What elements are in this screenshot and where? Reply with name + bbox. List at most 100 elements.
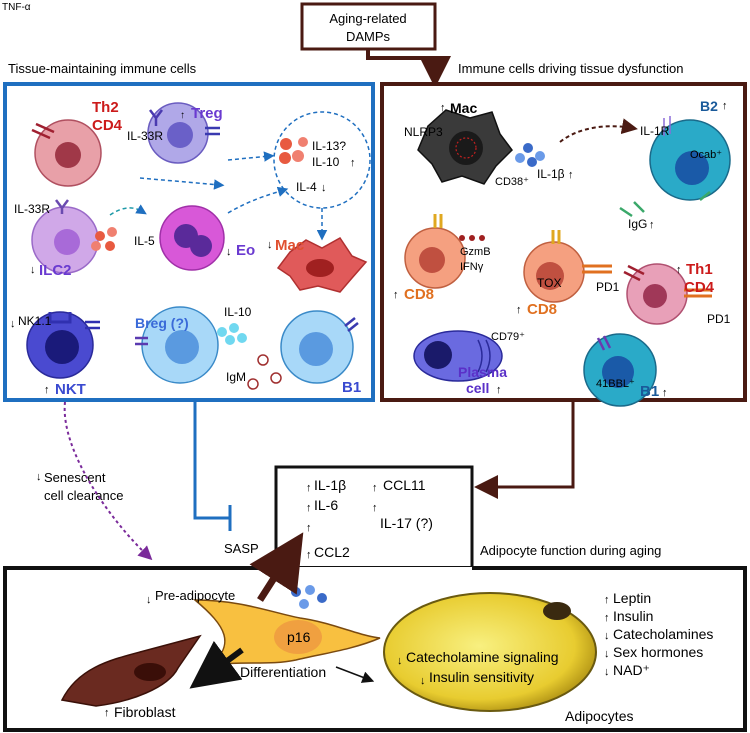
p16-to-sasp-arrow <box>249 532 304 602</box>
treg-pool-arrow <box>227 151 275 162</box>
differentiation-arrow <box>189 640 244 689</box>
breg-il10-label: IL-10 <box>224 305 252 319</box>
left-inhibit-line <box>193 400 230 520</box>
pd1b-label: PD1 <box>707 312 731 326</box>
sasp-ccl11: CCL11 <box>383 477 426 493</box>
hormone-0: Leptin <box>613 590 651 606</box>
preadipocyte-label: Pre-adipocyte <box>155 588 235 603</box>
treg-il33r-label: IL-33R <box>127 129 163 143</box>
hormone-arrow-1: ↑ <box>604 612 610 624</box>
senescent-line2: cell clearance <box>44 488 124 503</box>
il4-down-arrow: ↓ <box>321 182 327 194</box>
th1-cd4-label: CD4 <box>684 279 715 296</box>
cd8-cell-a <box>404 214 466 289</box>
damps-line2: DAMPs <box>346 29 391 44</box>
th1-cell <box>623 263 712 325</box>
il1b-to-b2-arrow <box>559 118 638 143</box>
preadipocyte-down-arrow: ↓ <box>146 594 152 606</box>
nkt-label: NKT <box>55 381 86 398</box>
left-mac-label: Mac <box>275 237 304 254</box>
hormone-4: NAD⁺ <box>613 662 650 678</box>
right-to-sasp-arrow <box>474 400 575 499</box>
adipocytes-label: Adipocytes <box>565 708 633 724</box>
damps-line1: Aging-related <box>329 11 406 26</box>
bottom-frame-gap <box>276 567 472 570</box>
cd8b-label: CD8 <box>527 301 557 318</box>
bottom-panel-title: Adipocyte function during aging <box>480 543 661 558</box>
pd1a-label: PD1 <box>596 280 620 294</box>
sasp-il17: IL-17 (?) <box>380 515 433 531</box>
right-mac-cell <box>417 109 513 185</box>
il1r-label: IL-1R <box>640 124 670 138</box>
nk11-label: NK1.1 <box>18 314 52 328</box>
cd38-label: CD38⁺ <box>495 176 529 188</box>
gzmb-dots <box>459 235 485 241</box>
treg-label: Treg <box>191 105 223 122</box>
sasp-box <box>274 465 474 571</box>
adipocyte-cell <box>383 592 597 712</box>
left-mac-cell <box>276 237 368 293</box>
eo-to-pool-arrow <box>227 186 289 214</box>
ilc2-il33r-label: IL-33R <box>14 202 50 216</box>
senescent-down-arrow: ↓ <box>36 471 42 483</box>
right-b1-label: B1 <box>640 383 659 400</box>
il1b-up: ↑ <box>306 482 312 494</box>
b2-label: B2 <box>700 98 718 114</box>
ilc2-down-arrow: ↓ <box>30 264 36 276</box>
sasp-il1b: IL-1β <box>314 477 346 493</box>
sasp-label: SASP <box>224 541 259 556</box>
il4-label: IL-4 <box>296 180 317 194</box>
th1-up-arrow: ↑ <box>676 264 682 276</box>
il10-label: IL-10 <box>312 155 340 169</box>
th2-cell <box>31 119 102 187</box>
right-b1-up-arrow: ↑ <box>662 387 668 399</box>
hormone-arrow-0: ↑ <box>604 594 610 606</box>
b2-up-arrow: ↑ <box>722 100 728 112</box>
bbl-label: 41BBL⁺ <box>596 378 635 390</box>
il6-up: ↑ <box>306 502 312 514</box>
nlrp3-label: NLRP3 <box>404 125 443 139</box>
fibroblast-up-arrow: ↑ <box>104 707 110 719</box>
cd8a-label: CD8 <box>404 286 434 303</box>
hormone-arrow-2: ↓ <box>604 630 610 642</box>
hormone-arrow-3: ↓ <box>604 648 610 660</box>
right-panel-title: Immune cells driving tissue dysfunction <box>458 61 683 76</box>
blank-up: ↑ <box>306 522 312 534</box>
tox-label: TOX <box>537 276 561 290</box>
b2-cell <box>649 116 731 201</box>
ccl2-up: ↑ <box>306 549 312 561</box>
cat-signal-label: Catecholamine signaling <box>406 649 559 665</box>
cd8b-up-arrow: ↑ <box>516 304 522 316</box>
treg-cell <box>147 102 220 164</box>
p16-label: p16 <box>287 629 311 645</box>
il17-up: ↑ <box>372 502 378 514</box>
insulin-sens-down: ↓ <box>420 675 426 687</box>
cytokine-dots-pool <box>279 137 308 164</box>
left-mac-down-arrow: ↓ <box>267 239 273 251</box>
th2-label: Th2 <box>92 99 119 116</box>
plasma-line1: Plasma <box>458 364 507 380</box>
treg-to-pool-arrow <box>139 177 225 190</box>
sasp-il6: IL-6 <box>314 497 338 513</box>
nkt-cell <box>26 311 100 379</box>
il10-up-arrow: ↑ <box>350 157 356 169</box>
nkt-up-arrow: ↑ <box>44 384 50 396</box>
corner-label: TNF-α <box>2 2 31 13</box>
hormone-2: Catecholamines <box>613 626 713 642</box>
left-b1-label: B1 <box>342 379 361 396</box>
igg-up-arrow: ↑ <box>649 219 655 231</box>
il10-dots <box>217 323 247 345</box>
il5-label: IL-5 <box>134 234 155 248</box>
left-panel-title: Tissue-maintaining immune cells <box>8 61 197 76</box>
cat-signal-down: ↓ <box>397 655 403 667</box>
fibroblast-label: Fibroblast <box>114 704 176 720</box>
plasma-up-arrow: ↑ <box>496 384 502 396</box>
cd79-label: CD79⁺ <box>491 331 525 343</box>
igm-molecules <box>247 354 282 390</box>
differentiation-label: Differentiation <box>240 664 326 680</box>
hormones-list: ↑ Leptin ↑ Insulin ↓ Catecholamines ↓ Se… <box>604 590 713 678</box>
damps-connector <box>366 49 435 60</box>
preadipocyte-to-adipocyte-arrow <box>335 666 375 683</box>
ilc2-label: ILC2 <box>39 262 72 279</box>
